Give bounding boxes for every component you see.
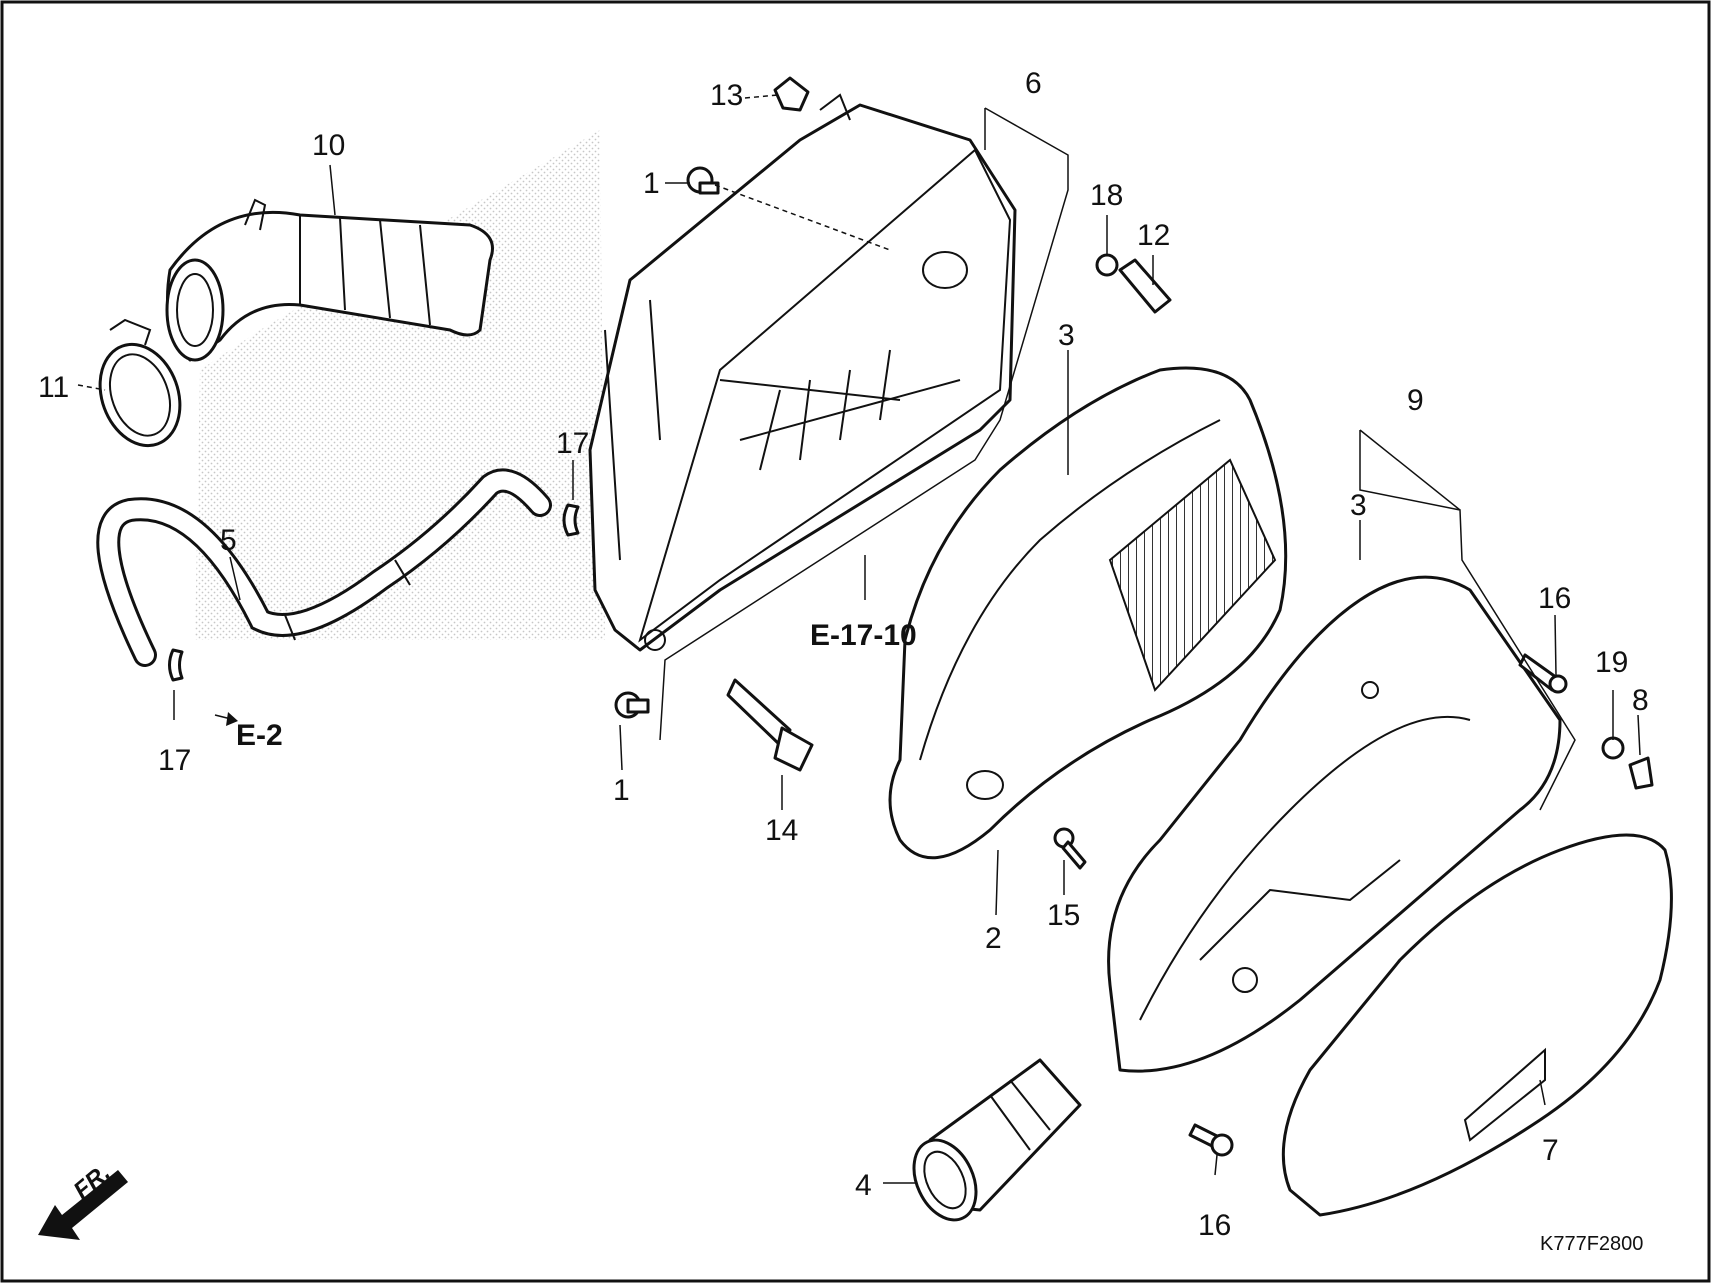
breather-tube-5 bbox=[96, 468, 552, 667]
air-cleaner-element-2 bbox=[888, 366, 1288, 860]
screw-1-upper bbox=[686, 166, 720, 195]
clip-17-upper bbox=[562, 503, 580, 537]
callout-2[interactable]: 2 bbox=[985, 922, 1002, 955]
callout-1-upper[interactable]: 1 bbox=[643, 167, 660, 200]
drawing-code: K777F2800 bbox=[1540, 1233, 1643, 1255]
callout-5[interactable]: 5 bbox=[220, 524, 237, 557]
front-direction-arrow bbox=[38, 1170, 128, 1240]
callout-7[interactable]: 7 bbox=[1542, 1134, 1559, 1167]
drain-plug-12 bbox=[1118, 258, 1172, 314]
callout-3-lower[interactable]: 3 bbox=[1350, 489, 1367, 522]
callout-10[interactable]: 10 bbox=[312, 129, 345, 162]
connecting-tube-10 bbox=[165, 198, 494, 362]
callout-15[interactable]: 15 bbox=[1047, 899, 1080, 932]
screw-15 bbox=[1053, 827, 1087, 870]
watermark-shading bbox=[195, 130, 605, 640]
ref-e-2[interactable]: E-2 bbox=[236, 719, 283, 752]
air-cleaner-housing-cover-9 bbox=[1107, 575, 1562, 1073]
callout-16-upper[interactable]: 16 bbox=[1538, 582, 1571, 615]
callout-12[interactable]: 12 bbox=[1137, 219, 1170, 252]
callout-9[interactable]: 9 bbox=[1407, 384, 1424, 417]
screw-16-lower bbox=[1188, 1123, 1234, 1157]
intake-funnel-4 bbox=[912, 1058, 1082, 1222]
screw-1-lower bbox=[614, 691, 650, 719]
screw-16-upper bbox=[1518, 653, 1568, 694]
clip-17-lower bbox=[168, 648, 184, 682]
clip-8 bbox=[1628, 756, 1654, 790]
callout-17-upper[interactable]: 17 bbox=[556, 427, 589, 460]
callout-6[interactable]: 6 bbox=[1025, 67, 1042, 100]
clip-18 bbox=[1095, 253, 1119, 277]
clamp-11 bbox=[98, 318, 182, 448]
callout-19[interactable]: 19 bbox=[1595, 646, 1628, 679]
callout-11[interactable]: 11 bbox=[38, 371, 69, 404]
callout-18[interactable]: 18 bbox=[1090, 179, 1123, 212]
callout-16-lower[interactable]: 16 bbox=[1198, 1209, 1231, 1242]
side-cover-7 bbox=[1281, 833, 1673, 1217]
nut-13 bbox=[773, 76, 810, 112]
ref-e-17-10[interactable]: E-17-10 bbox=[810, 619, 917, 652]
ref-e-2-arrowhead bbox=[226, 712, 238, 726]
callout-3-upper[interactable]: 3 bbox=[1058, 319, 1075, 352]
bolt-14 bbox=[726, 678, 814, 772]
callout-17-lower[interactable]: 17 bbox=[158, 744, 191, 777]
callout-1-lower[interactable]: 1 bbox=[613, 774, 630, 807]
callout-4[interactable]: 4 bbox=[855, 1169, 872, 1202]
washer-19 bbox=[1601, 736, 1625, 760]
callout-13[interactable]: 13 bbox=[710, 79, 743, 112]
callout-labels: 1 1 2 3 3 4 5 6 7 8 9 10 11 12 13 14 15 … bbox=[38, 67, 1649, 1242]
air-cleaner-case-6 bbox=[588, 93, 1017, 652]
callout-8[interactable]: 8 bbox=[1632, 684, 1649, 717]
leader-lines bbox=[77, 94, 1641, 1184]
callout-14[interactable]: 14 bbox=[765, 814, 798, 847]
